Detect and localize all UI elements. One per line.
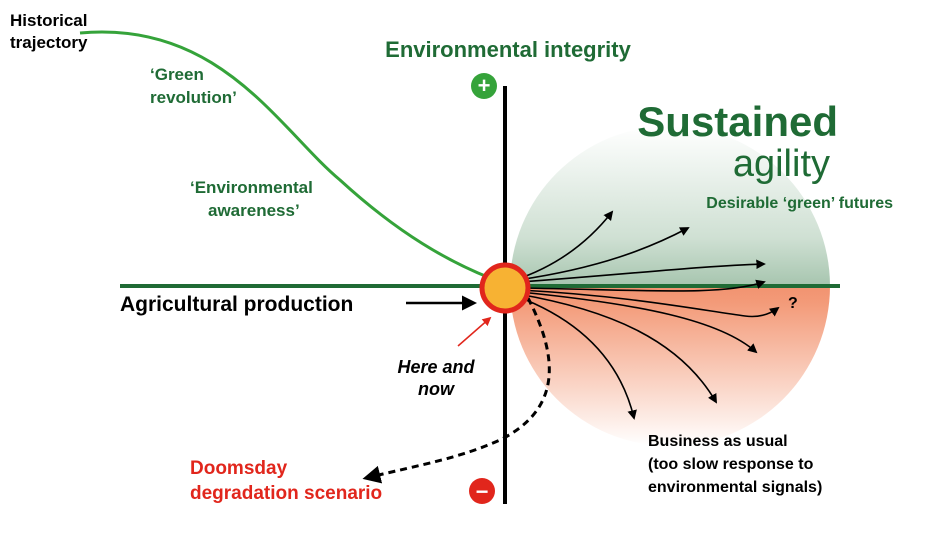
business-label-1: Business as usual (648, 433, 788, 450)
plus-icon: + (478, 73, 491, 98)
historical-trajectory-curve (79, 30, 491, 280)
future-arrow (514, 210, 614, 281)
green-revolution-label-2: revolution’ (150, 88, 237, 107)
future-sphere (510, 126, 830, 446)
uncertain-outcome-label: ? (788, 295, 798, 312)
degradation-zone (510, 286, 830, 446)
plus-circle (471, 73, 497, 99)
future-arrow (517, 293, 717, 404)
future-arrow (515, 295, 637, 420)
agility-label: agility (733, 143, 830, 185)
minus-circle (469, 478, 495, 504)
future-arrow (519, 291, 758, 354)
here-now-marker (479, 262, 531, 314)
doomsday-label-2: degradation scenario (190, 483, 382, 504)
x-axis-title: Agricultural production (120, 293, 353, 316)
desirable-futures-label: Desirable ‘green’ futures (706, 195, 893, 212)
green-revolution-label-1: ‘Green (150, 65, 204, 84)
future-arrow (519, 279, 766, 292)
doomsday-arrow (362, 297, 551, 484)
minus-icon: − (476, 479, 489, 504)
env-awareness-label-1: ‘Environmental (190, 178, 313, 197)
business-label-3: environmental signals) (648, 479, 822, 496)
desirable-zone (510, 126, 830, 286)
minus-badge: − (469, 478, 495, 504)
historical-label-2: trajectory (10, 33, 88, 52)
here-now-pointer (457, 316, 492, 347)
future-arrow (519, 289, 780, 318)
y-axis-title: Environmental integrity (385, 37, 631, 62)
business-label-2: (too slow response to (648, 456, 814, 473)
here-now-label-1: Here and (397, 357, 475, 377)
future-arrows (514, 210, 780, 420)
plus-badge: + (471, 73, 497, 99)
env-awareness-label-2: awareness’ (208, 201, 300, 220)
historical-label-1: Historical (10, 11, 87, 30)
future-arrow (519, 259, 766, 283)
doomsday-label-1: Doomsday (190, 458, 288, 479)
future-arrow (517, 227, 690, 281)
sustained-label: Sustained (637, 98, 838, 145)
here-now-label-2: now (418, 379, 455, 399)
